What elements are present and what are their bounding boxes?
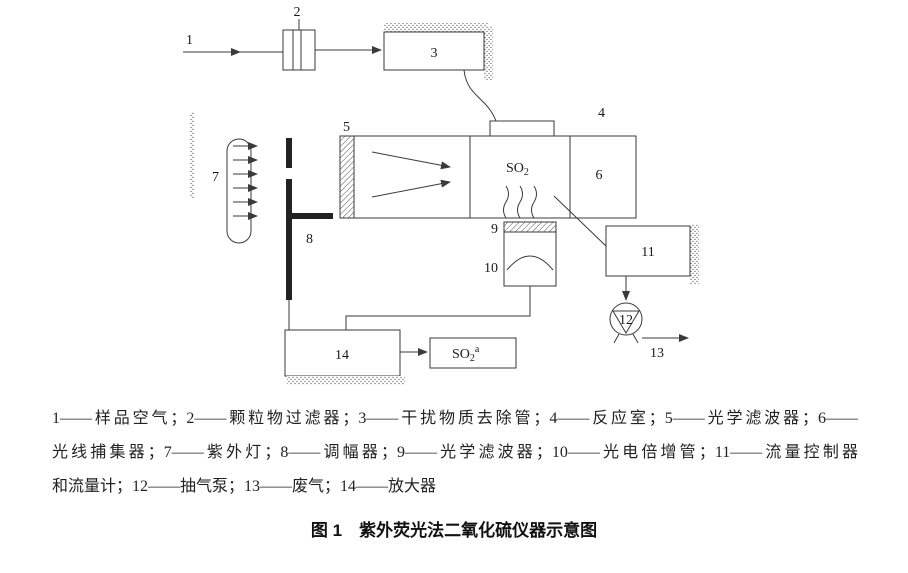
modulator-aperture bbox=[284, 168, 294, 179]
excitation-section bbox=[353, 135, 471, 219]
modulator-bar-horizontal bbox=[286, 213, 333, 219]
chamber-inlet-port bbox=[489, 120, 555, 136]
scrubber-shading-right bbox=[484, 26, 493, 80]
scrubber-shading-top bbox=[384, 23, 488, 32]
label-4: 4 bbox=[598, 106, 605, 121]
figure-caption: 图 1 紫外荧光法二氧化硫仪器示意图 bbox=[310, 521, 598, 540]
legend-line: 和流量计；12——抽气泵；13——废气；14——放大器 bbox=[52, 478, 437, 495]
label-8: 8 bbox=[306, 232, 313, 247]
uv-lamp-tube bbox=[226, 138, 252, 244]
scrubber-tube: 3 bbox=[383, 23, 497, 122]
pump-stand bbox=[613, 333, 639, 344]
inlet-tube-curve bbox=[463, 69, 497, 122]
reaction-assembly: 4 6 SO2 bbox=[353, 106, 637, 247]
figure-area: 1 2 3 7 8 bbox=[183, 5, 699, 385]
label-13: 13 bbox=[650, 346, 664, 361]
figure-legend: 1——样品空气；2——颗粒物过滤器；3——干扰物质去除管；4——反应室；5——光… bbox=[0, 400, 908, 504]
label-7: 7 bbox=[212, 170, 219, 185]
optical-filter-5: 5 bbox=[339, 120, 355, 219]
detector-stack: 9 10 bbox=[345, 221, 557, 330]
fluorescence-waves bbox=[503, 185, 537, 219]
sample-inlet: 1 bbox=[183, 33, 283, 56]
uv-rays bbox=[233, 142, 258, 220]
so2-output-label: SO2a bbox=[452, 344, 480, 364]
label-14: 14 bbox=[335, 348, 349, 363]
label-12: 12 bbox=[619, 313, 633, 328]
light-beam-arrow bbox=[371, 151, 451, 170]
so2-label: SO2 bbox=[506, 161, 529, 178]
optical-filter-5-strip bbox=[339, 135, 355, 219]
amplifier-shading bbox=[287, 376, 405, 385]
light-shield-stipple bbox=[190, 112, 194, 198]
modulator: 8 bbox=[284, 138, 333, 330]
reaction-chamber bbox=[469, 135, 571, 219]
optical-filter-9-strip bbox=[503, 221, 557, 233]
light-trap-box bbox=[569, 135, 637, 219]
label-3: 3 bbox=[431, 46, 438, 61]
legend-line: 光线捕集器；7——紫外灯；8——调幅器；9——光学滤波器；10——光电倍增管；1… bbox=[52, 444, 858, 461]
instrument-schematic: 1 2 3 7 8 bbox=[183, 5, 699, 385]
pump-triangle bbox=[612, 310, 640, 334]
particle-filter-box bbox=[282, 29, 316, 71]
particle-filter: 2 bbox=[282, 5, 382, 71]
legend-line: 1——样品空气；2——颗粒物过滤器；3——干扰物质去除管；4——反应室；5——光… bbox=[52, 410, 858, 427]
photomultiplier-window-arc bbox=[506, 255, 554, 271]
label-9: 9 bbox=[491, 222, 498, 237]
flow-controller: 11 bbox=[605, 224, 699, 284]
uv-lamp: 7 bbox=[190, 112, 258, 244]
label-1: 1 bbox=[186, 33, 193, 48]
label-2: 2 bbox=[294, 5, 301, 20]
flow-controller-box bbox=[605, 225, 691, 277]
label-10: 10 bbox=[484, 261, 498, 276]
light-beam-arrow bbox=[371, 179, 451, 198]
amplifier-box bbox=[284, 329, 401, 377]
gas-outlet-line bbox=[553, 195, 607, 247]
so2-output: SO2a bbox=[429, 337, 517, 369]
amplifier: 14 bbox=[284, 329, 428, 385]
so2-output-box bbox=[429, 337, 517, 369]
label-5: 5 bbox=[343, 120, 350, 135]
flow-controller-shading bbox=[690, 224, 699, 284]
pump-exhaust: 12 13 bbox=[609, 276, 689, 361]
scrubber-box bbox=[383, 31, 485, 71]
label-6: 6 bbox=[596, 168, 603, 183]
photomultiplier-box bbox=[503, 231, 557, 287]
pmt-signal-line bbox=[345, 286, 531, 330]
label-11: 11 bbox=[641, 245, 654, 260]
